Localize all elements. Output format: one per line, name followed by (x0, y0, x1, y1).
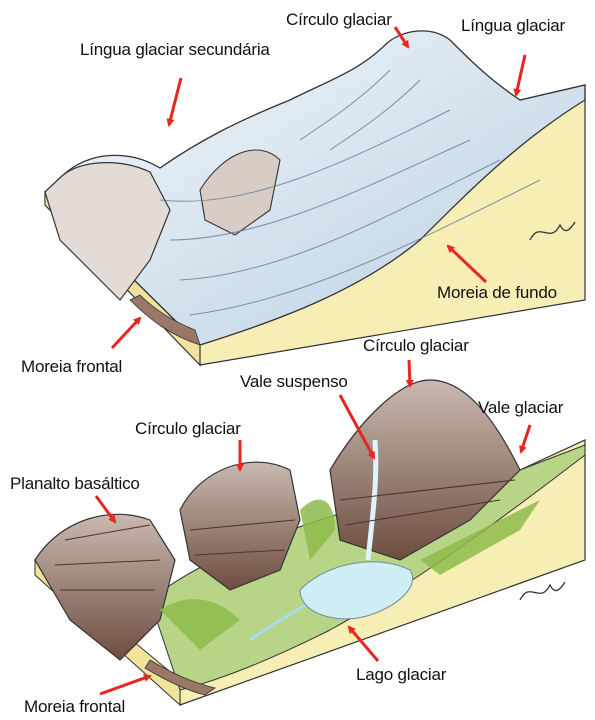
label-vale-suspenso: Vale suspenso (240, 372, 348, 392)
glacier-block-diagram (45, 31, 585, 365)
basalt-plateau (35, 514, 175, 660)
label-circulo-glaciar-bottom-right: Círculo glaciar (363, 336, 469, 356)
label-circulo-glaciar-bottom-left: Círculo glaciar (135, 419, 241, 439)
arrow-lingua-glaciar (516, 55, 525, 95)
label-planalto-basaltico: Planalto basáltico (10, 474, 140, 494)
arrow-vale-glaciar (521, 425, 530, 452)
arrow-lingua-glaciar-secundaria (169, 78, 181, 125)
label-moreia-de-fundo: Moreia de fundo (437, 283, 557, 303)
label-vale-glaciar: Vale glaciar (478, 398, 563, 418)
postglacial-block-diagram (35, 380, 585, 705)
label-lago-glaciar: Lago glaciar (356, 665, 446, 685)
artist-signature-bottom (520, 582, 565, 600)
label-moreia-frontal-top: Moreia frontal (21, 357, 122, 377)
label-lingua-glaciar-secundaria: Língua glaciar secundária (80, 40, 270, 60)
label-moreia-frontal-bottom: Moreia frontal (24, 697, 125, 717)
arrow-moreia-frontal-top (112, 318, 140, 348)
arrow-moreia-frontal-bottom (100, 676, 150, 694)
label-circulo-glaciar-top: Círculo glaciar (286, 10, 392, 30)
label-lingua-glaciar: Língua glaciar (461, 16, 565, 36)
arrow-circulo-glaciar-bottom-right (409, 360, 410, 386)
